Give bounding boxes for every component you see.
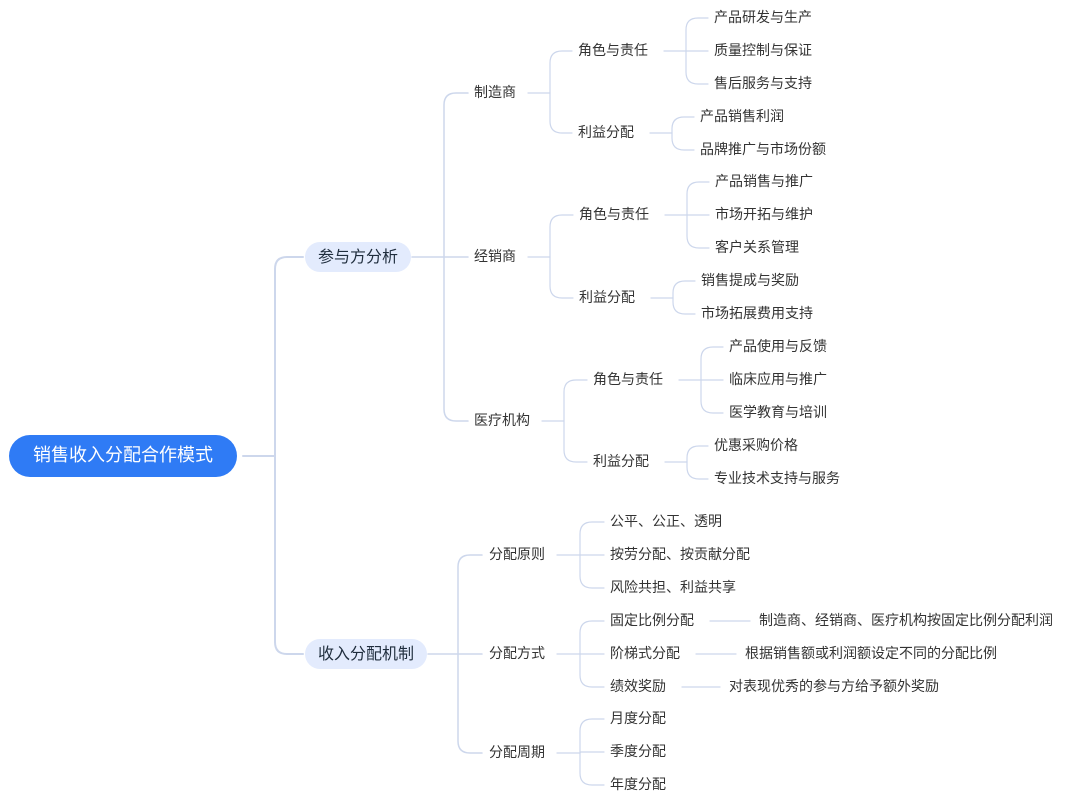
connector-line xyxy=(457,653,483,754)
connector-line xyxy=(549,92,573,134)
connector-line xyxy=(686,181,710,216)
connector-line xyxy=(274,256,304,457)
connector-line xyxy=(443,92,469,258)
connector-line xyxy=(672,280,696,299)
leaf-item[interactable]: 市场开拓与维护 xyxy=(715,207,813,223)
leaf-item[interactable]: 按劳分配、按贡献分配 xyxy=(610,547,750,563)
leaf-item[interactable]: 品牌推广与市场份额 xyxy=(700,142,826,158)
connector-line xyxy=(686,214,710,249)
leaf-item[interactable]: 对表现优秀的参与方给予额外奖励 xyxy=(729,679,939,695)
leaf-item[interactable]: 优惠采购价格 xyxy=(714,438,798,454)
connector-line xyxy=(457,554,483,655)
leaf-item[interactable]: 制造商、经销商、医疗机构按固定比例分配利润 xyxy=(759,613,1053,629)
connector-line xyxy=(686,461,709,480)
leaf-item[interactable]: 市场拓展费用支持 xyxy=(701,306,813,322)
leaf-item[interactable]: 销售提成与奖励 xyxy=(701,273,799,289)
connector-line xyxy=(563,420,588,463)
connector-line xyxy=(700,379,724,414)
node-methods[interactable]: 分配方式 xyxy=(489,646,545,662)
leaf-item[interactable]: 质量控制与保证 xyxy=(714,43,812,59)
node-principles[interactable]: 分配原则 xyxy=(489,547,545,563)
connector-line xyxy=(686,445,709,463)
root-node[interactable]: 销售收入分配合作模式 xyxy=(9,435,237,477)
connector-line xyxy=(672,297,696,315)
leaf-item[interactable]: 产品研发与生产 xyxy=(714,10,812,26)
node-medical-benefits[interactable]: 利益分配 xyxy=(593,454,649,470)
connector-line xyxy=(579,751,605,754)
connector-line xyxy=(579,554,605,589)
node-tiered[interactable]: 阶梯式分配 xyxy=(610,646,680,662)
leaf-item[interactable]: 售后服务与支持 xyxy=(714,76,812,92)
branch-distribution-mechanism[interactable]: 收入分配机制 xyxy=(305,639,428,669)
node-distributor[interactable]: 经销商 xyxy=(474,249,516,265)
connector-line xyxy=(579,620,605,655)
node-performance[interactable]: 绩效奖励 xyxy=(610,679,666,695)
leaf-item[interactable]: 产品使用与反馈 xyxy=(729,339,827,355)
leaf-item[interactable]: 季度分配 xyxy=(610,744,666,760)
connector-line xyxy=(443,256,469,422)
branch-participants[interactable]: 参与方分析 xyxy=(305,242,412,272)
leaf-item[interactable]: 年度分配 xyxy=(610,777,666,793)
leaf-item[interactable]: 产品销售利润 xyxy=(700,109,784,125)
leaf-item[interactable]: 医学教育与培训 xyxy=(729,405,827,421)
node-fixed-ratio[interactable]: 固定比例分配 xyxy=(610,613,694,629)
leaf-item[interactable]: 月度分配 xyxy=(610,711,666,727)
node-distributor-roles[interactable]: 角色与责任 xyxy=(579,207,649,223)
connector-line xyxy=(671,116,695,134)
connector-line xyxy=(671,132,695,151)
connector-line xyxy=(700,346,724,381)
connector-line xyxy=(579,521,605,556)
node-manufacturer[interactable]: 制造商 xyxy=(474,85,516,101)
connector-line xyxy=(549,214,574,258)
connector-line xyxy=(685,17,709,52)
node-medical-roles[interactable]: 角色与责任 xyxy=(593,372,663,388)
leaf-item[interactable]: 专业技术支持与服务 xyxy=(714,471,840,487)
node-manufacturer-roles[interactable]: 角色与责任 xyxy=(578,43,648,59)
connector-line xyxy=(579,752,605,786)
leaf-item[interactable]: 根据销售额或利润额设定不同的分配比例 xyxy=(745,646,997,662)
leaf-item[interactable]: 风险共担、利益共享 xyxy=(610,580,736,596)
node-medical-institution[interactable]: 医疗机构 xyxy=(474,413,530,429)
leaf-item[interactable]: 公平、公正、透明 xyxy=(610,514,722,530)
node-distributor-benefits[interactable]: 利益分配 xyxy=(579,290,635,306)
connector-line xyxy=(549,50,573,94)
node-manufacturer-benefits[interactable]: 利益分配 xyxy=(578,125,634,141)
node-cycle[interactable]: 分配周期 xyxy=(489,745,545,761)
connector-line xyxy=(274,455,304,655)
leaf-item[interactable]: 产品销售与推广 xyxy=(715,174,813,190)
connector-line xyxy=(685,50,709,85)
connector-line xyxy=(549,256,574,299)
connector-line xyxy=(579,718,605,754)
leaf-item[interactable]: 客户关系管理 xyxy=(715,240,799,256)
connector-line xyxy=(579,653,605,688)
connector-line xyxy=(563,379,588,422)
leaf-item[interactable]: 临床应用与推广 xyxy=(729,372,827,388)
